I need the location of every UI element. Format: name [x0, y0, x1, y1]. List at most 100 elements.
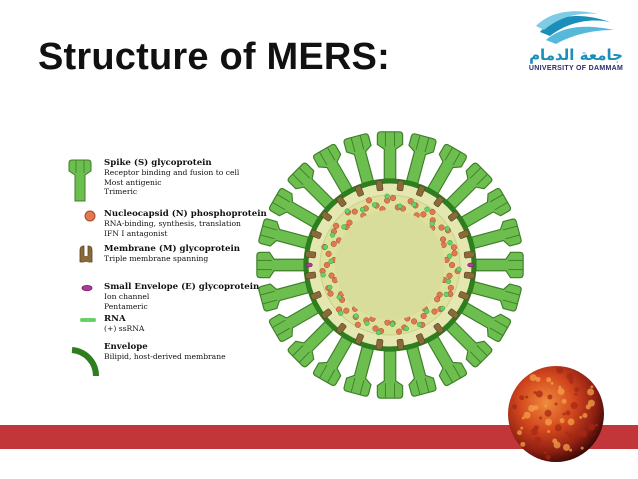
spike-protein: [445, 162, 493, 210]
spike-protein: [312, 143, 353, 195]
membrane-protein: [336, 322, 347, 334]
spike-protein: [445, 320, 493, 368]
nucleocapsid-protein: [431, 308, 438, 315]
virus-photo: [508, 366, 604, 462]
nucleocapsid-icon: [84, 210, 96, 222]
logo-english-text: UNIVERSITY OF DAMMAM: [528, 65, 624, 72]
membrane-protein: [375, 338, 384, 350]
membrane-protein: [375, 180, 384, 192]
nucleocapsid-protein: [328, 272, 335, 279]
spike-protein: [268, 187, 320, 228]
membrane-protein: [416, 185, 426, 197]
rna-segment: [320, 272, 326, 278]
rna-segment: [445, 278, 452, 284]
membrane-protein: [433, 196, 444, 208]
rna-segment: [371, 202, 378, 208]
rna-segment: [429, 221, 435, 227]
spike-protein: [475, 251, 524, 279]
membrane-protein: [321, 308, 333, 319]
membrane-protein: [463, 250, 475, 259]
membrane-protein: [354, 185, 364, 197]
viral-core: [335, 210, 445, 320]
university-logo: جامعة الدمام UNIVERSITY OF DAMMAM: [520, 8, 632, 78]
membrane-protein: [458, 291, 470, 301]
nucleocapsid-protein: [323, 261, 330, 269]
spike-icon: [68, 159, 92, 202]
nucleocapsid-protein: [411, 318, 418, 325]
membrane-protein: [354, 333, 364, 345]
logo-waves-icon: [536, 11, 614, 44]
nucleocapsid-protein: [450, 244, 457, 251]
legend-line: Bilipid, host-derived membrane: [104, 352, 226, 361]
legend-title: RNA: [104, 314, 126, 324]
nucleocapsid-protein: [446, 272, 453, 279]
rna-segment: [456, 266, 462, 272]
spike-glyph: [68, 159, 92, 202]
rna-segment: [327, 284, 333, 291]
nucleocapsid-protein: [429, 208, 436, 215]
legend-line: Most antigenic: [104, 177, 162, 187]
spike-ring: [256, 131, 524, 399]
nucleocapsid-protein: [451, 250, 458, 257]
legend-line: Triple membrane spanning: [104, 254, 209, 263]
rna-segment: [341, 224, 347, 230]
rna-segment: [444, 226, 450, 232]
logo-arabic-text: جامعة الدمام: [529, 46, 623, 64]
envelope-protein-icon: [81, 285, 93, 291]
rna-icon: [80, 318, 96, 322]
envelope-protein-markers: [305, 262, 475, 268]
membrane-protein: [396, 180, 405, 192]
nucleocapsid-protein: [436, 291, 443, 298]
nucleocapsid-protein: [330, 240, 337, 247]
nucleocapsid-protein: [434, 296, 441, 303]
nucleocapsid-protein: [440, 236, 447, 243]
spike-protein: [427, 143, 468, 195]
rna-segment: [329, 232, 336, 238]
spike-protein: [470, 281, 522, 312]
nucleocapsid-protein: [351, 208, 358, 215]
nucleocapsid-protein: [384, 319, 391, 326]
nucleocapsid-protein: [354, 321, 361, 328]
nucleocapsid-protein: [372, 325, 379, 332]
slide-title: Structure of MERS:: [38, 36, 390, 78]
spike-protein: [470, 218, 522, 249]
rna-segment: [375, 329, 382, 336]
nucleocapsid-protein: [420, 312, 427, 320]
nucleocapsid-protein: [447, 284, 454, 291]
rna-segment: [344, 208, 350, 214]
legend-line: Trimeric: [104, 187, 138, 196]
spike-protein: [287, 320, 335, 368]
rna-segment: [424, 308, 430, 314]
membrane-protein-ring: [305, 180, 475, 350]
rna-segment: [403, 325, 409, 332]
spike-protein: [406, 133, 437, 185]
rna-segment: [439, 305, 446, 312]
rna-segment: [397, 203, 403, 209]
membrane-protein: [310, 291, 322, 301]
rna-segment: [353, 313, 359, 319]
legend-line: RNA-binding, synthesis, translation: [104, 219, 241, 228]
membrane-protein: [396, 338, 405, 350]
membrane-protein: [336, 196, 347, 208]
envelope-protein: [467, 262, 475, 268]
nucleocapsid-protein: [420, 211, 427, 218]
nucleocapsid-protein: [448, 261, 456, 269]
spike-protein: [343, 133, 374, 185]
membrane-protein: [447, 211, 459, 222]
legend-line: Ion channel: [104, 292, 150, 301]
legend-title: Nucleocapsid (N) phosphoprotein: [104, 209, 267, 219]
membrane-protein: [310, 229, 322, 239]
nucleocapsid-protein: [343, 307, 350, 314]
envelope-icon: [71, 347, 100, 377]
legend-line: (+) ssRNA: [104, 324, 145, 333]
rna-segment: [364, 320, 370, 326]
membrane-protein: [416, 333, 426, 345]
rna-segment: [359, 206, 366, 213]
legend-title: Envelope: [104, 342, 148, 352]
membrane-protein: [321, 211, 333, 222]
legend-title: Spike (S) glycoprotein: [104, 158, 212, 168]
spike-protein: [376, 131, 404, 180]
spike-protein: [268, 302, 320, 343]
nucleocapsid-protein: [327, 290, 334, 297]
rna-segment: [322, 244, 329, 250]
